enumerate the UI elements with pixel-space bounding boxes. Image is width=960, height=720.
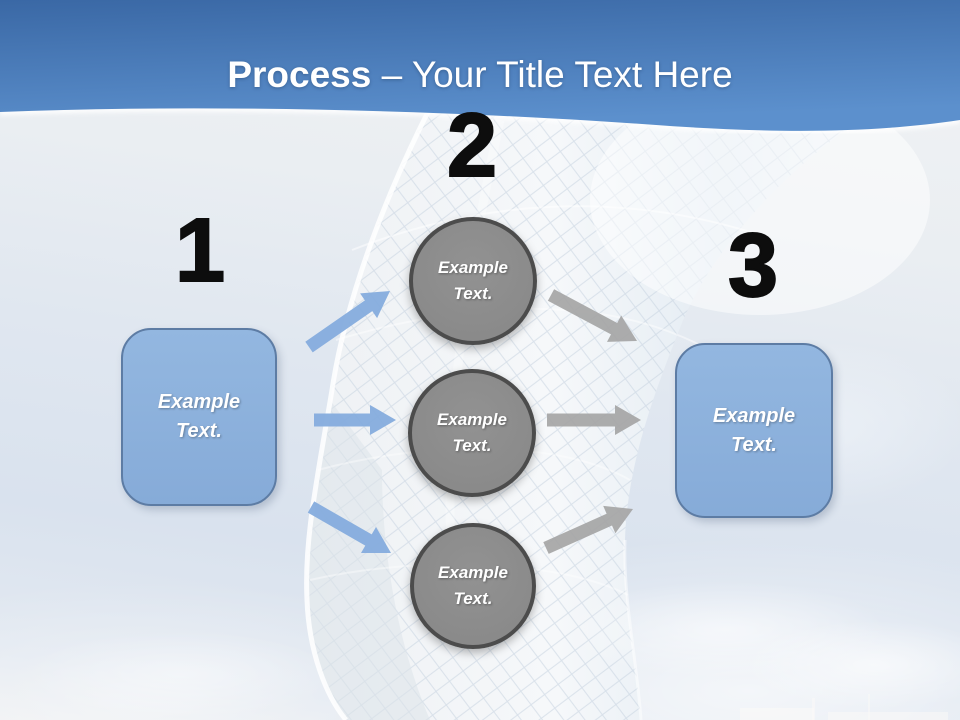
process-circle-3-label: Example Text.: [438, 562, 508, 608]
step-number-3: 3: [727, 216, 779, 316]
process-circle-1: Example Text.: [409, 217, 537, 345]
slide-title: Process – Your Title Text Here: [0, 54, 960, 96]
process-circle-1-label: Example Text.: [438, 257, 508, 303]
skyline-building: [828, 712, 948, 720]
step-number-2: 2: [446, 96, 498, 196]
process-start-label: Example Text.: [157, 391, 241, 442]
step-number-1: 1: [174, 201, 226, 301]
header-band: [0, 0, 960, 135]
process-end-label: Example Text.: [712, 404, 796, 456]
skyline-building: [740, 708, 814, 720]
process-circle-2: Example Text.: [408, 369, 536, 497]
process-end-box: Example Text.: [675, 343, 833, 518]
process-start-box: Example Text.: [121, 328, 277, 506]
slide-title-keyword: Process: [227, 54, 372, 95]
skyline-pole: [868, 694, 870, 720]
slide-title-subtitle: – Your Title Text Here: [381, 54, 733, 95]
process-circle-2-label: Example Text.: [437, 409, 507, 455]
skyline-pole: [812, 698, 815, 720]
process-circle-3: Example Text.: [410, 523, 536, 649]
